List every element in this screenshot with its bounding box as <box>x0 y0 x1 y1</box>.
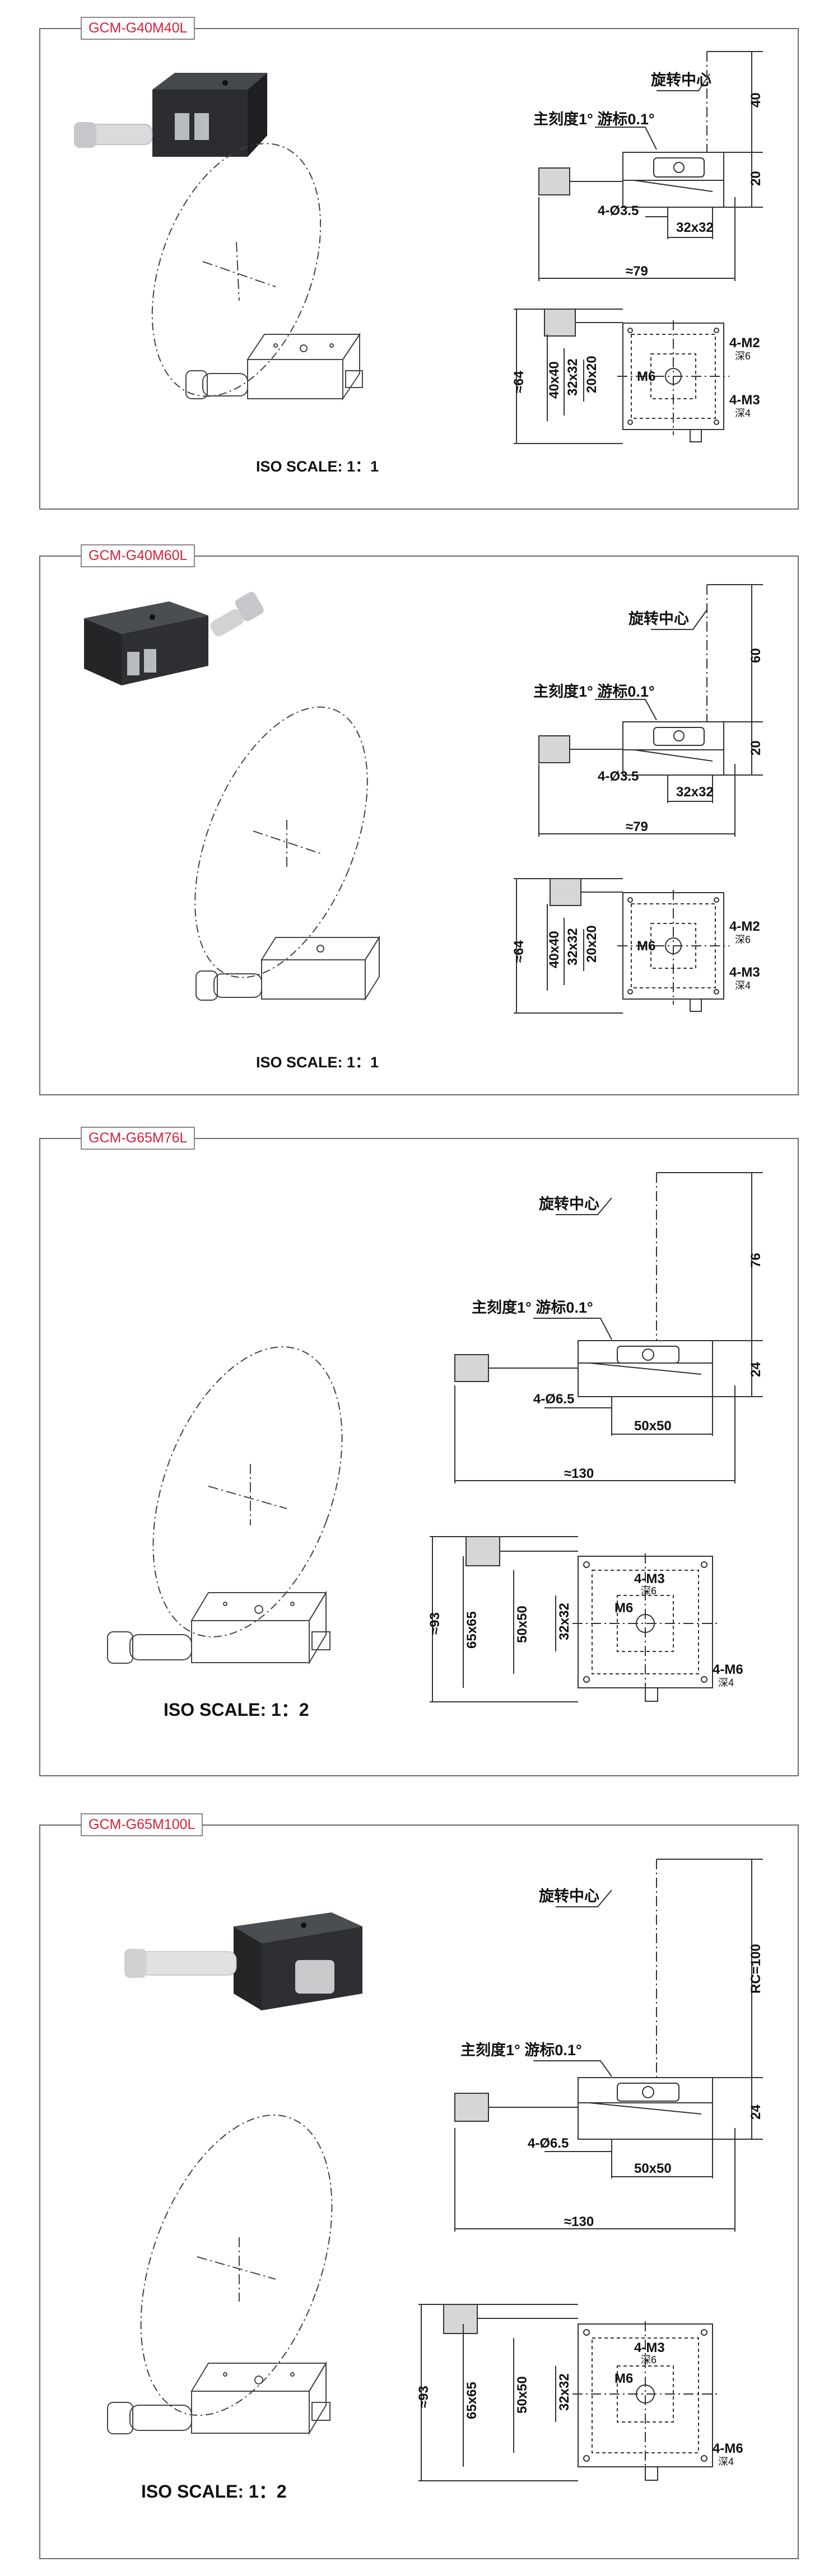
technical-drawing: 旋转中心 主刻度1° 游标0.1° 40 20 4-Ø3.5 32x32 ≈79… <box>74 51 763 475</box>
plan-height-dim: ≈93 <box>427 1612 443 1635</box>
product-panel-3: GCM-G65M76L ISO SCALE: 1：2 <box>39 1127 799 1776</box>
product-panel-2: GCM-G40M60L <box>39 544 799 1095</box>
hole-dim: 4-Ø6.5 <box>528 2136 569 2151</box>
model-tag: GCM-G40M40L <box>81 17 195 40</box>
thread-1: 4-M2 <box>729 919 760 934</box>
height-side-dim: 24 <box>748 1362 763 1377</box>
center-thread: M6 <box>614 1600 633 1616</box>
product-photo <box>74 73 267 157</box>
thread-1: 4-M3 <box>634 2340 665 2355</box>
height-top-dim: 60 <box>748 648 763 663</box>
side-view-drawing <box>538 51 763 281</box>
scale-label: 主刻度1° 游标0.1° <box>533 683 655 700</box>
product-photo <box>84 591 264 685</box>
technical-drawing: ISO SCALE: 1：2 旋转中心 主刻度1° 游标0.1° <box>107 1172 763 1720</box>
model-tag: GCM-G65M100L <box>81 1813 203 1836</box>
product-photo <box>124 1912 362 2010</box>
height-top-dim: 76 <box>748 1253 763 1268</box>
thread-2: 4-M6 <box>713 2441 743 2456</box>
center-thread: M6 <box>637 369 655 384</box>
rotation-center-label: 旋转中心 <box>539 1888 599 1905</box>
height-top-dim: RC=100 <box>748 1944 763 1994</box>
model-tag: GCM-G40M60L <box>81 544 195 567</box>
center-thread: M6 <box>614 2371 633 2386</box>
overall-length-dim: ≈79 <box>626 264 648 279</box>
dim-c: 20x20 <box>584 925 599 963</box>
height-top-dim: 40 <box>748 92 763 108</box>
thread-2: 4-M3 <box>729 393 760 408</box>
thread-2-depth: 深4 <box>735 980 751 991</box>
dim-b: 50x50 <box>515 1606 530 1643</box>
plan-height-dim: ≈93 <box>416 2386 431 2408</box>
side-view-drawing <box>454 1172 763 1483</box>
hole-dim: 4-Ø3.5 <box>598 769 639 784</box>
platform-dim: 32x32 <box>676 785 714 800</box>
side-view-drawing <box>538 584 763 837</box>
platform-dim: 50x50 <box>634 2161 672 2176</box>
thread-1: 4-M2 <box>729 335 760 351</box>
thread-2: 4-M6 <box>713 1662 743 1677</box>
scale-label: 主刻度1° 游标0.1° <box>533 110 655 128</box>
plan-view-drawing <box>514 878 729 1014</box>
thread-2: 4-M3 <box>729 965 760 980</box>
thread-1: 4-M3 <box>634 1571 665 1586</box>
dim-c: 32x32 <box>557 2373 572 2411</box>
overall-length-dim: ≈79 <box>626 819 648 834</box>
thread-1-depth: 深6 <box>641 1585 657 1597</box>
plan-view-drawing <box>418 2304 718 2481</box>
dim-a: 65x65 <box>464 2382 479 2419</box>
dim-c: 32x32 <box>557 1603 572 1640</box>
center-thread: M6 <box>637 939 655 954</box>
scale-label: 主刻度1° 游标0.1° <box>472 1299 593 1316</box>
isometric-drawing <box>151 143 363 401</box>
side-view-drawing <box>454 1859 763 2232</box>
iso-scale-label: ISO SCALE: 1：1 <box>256 458 379 475</box>
thread-2-depth: 深4 <box>718 2456 734 2467</box>
overall-length-dim: ≈130 <box>564 1466 594 1481</box>
scale-label: 主刻度1° 游标0.1° <box>460 2041 582 2059</box>
rotation-center-label: 旋转中心 <box>628 610 689 627</box>
dim-b: 50x50 <box>515 2376 530 2414</box>
isometric-drawing <box>107 2114 333 2435</box>
dim-c: 20x20 <box>584 356 599 393</box>
height-side-dim: 20 <box>748 171 763 186</box>
thread-1-depth: 深6 <box>641 2354 657 2365</box>
technical-drawing: 旋转中心 主刻度1° 游标0.1° 60 20 4-Ø3.5 32x32 ≈79… <box>84 584 763 1071</box>
iso-scale-label: ISO SCALE: 1：2 <box>141 2481 287 2502</box>
platform-dim: 50x50 <box>634 1418 672 1434</box>
plan-height-dim: ≈64 <box>511 940 527 963</box>
rotation-center-label: 旋转中心 <box>539 1196 599 1212</box>
plan-view-drawing <box>430 1536 718 1702</box>
thread-1-depth: 深6 <box>735 934 751 945</box>
hole-dim: 4-Ø6.5 <box>533 1392 574 1407</box>
dim-b: 32x32 <box>565 358 580 396</box>
dim-a: 40x40 <box>547 931 562 968</box>
height-side-dim: 20 <box>748 740 763 755</box>
thread-2-depth: 深4 <box>735 408 751 419</box>
platform-dim: 32x32 <box>676 220 714 235</box>
isometric-drawing <box>194 706 380 1001</box>
hole-dim: 4-Ø3.5 <box>598 203 639 218</box>
thread-1-depth: 深6 <box>735 351 751 362</box>
height-side-dim: 24 <box>748 2104 763 2120</box>
dim-a: 40x40 <box>547 361 562 399</box>
thread-2-depth: 深4 <box>718 1677 734 1688</box>
plan-height-dim: ≈64 <box>511 370 527 393</box>
rotation-center-label: 旋转中心 <box>651 72 711 88</box>
product-panel-1: GCM-G40M40L <box>39 17 799 510</box>
overall-length-dim: ≈130 <box>564 2214 594 2229</box>
iso-scale-label: ISO SCALE: 1：2 <box>164 1700 309 1720</box>
isometric-drawing <box>107 1346 343 1665</box>
technical-drawing: ISO SCALE: 1：2 旋转中心 主刻度1° 游标0.1° <box>107 1859 763 2502</box>
iso-scale-label: ISO SCALE: 1：1 <box>256 1054 379 1071</box>
plan-view-drawing <box>514 309 729 444</box>
product-panel-4: GCM-G65M100L ISO SCALE: 1：2 <box>39 1813 799 2559</box>
dim-a: 65x65 <box>464 1611 479 1649</box>
model-tag: GCM-G65M76L <box>81 1127 195 1150</box>
dim-b: 32x32 <box>565 928 580 965</box>
